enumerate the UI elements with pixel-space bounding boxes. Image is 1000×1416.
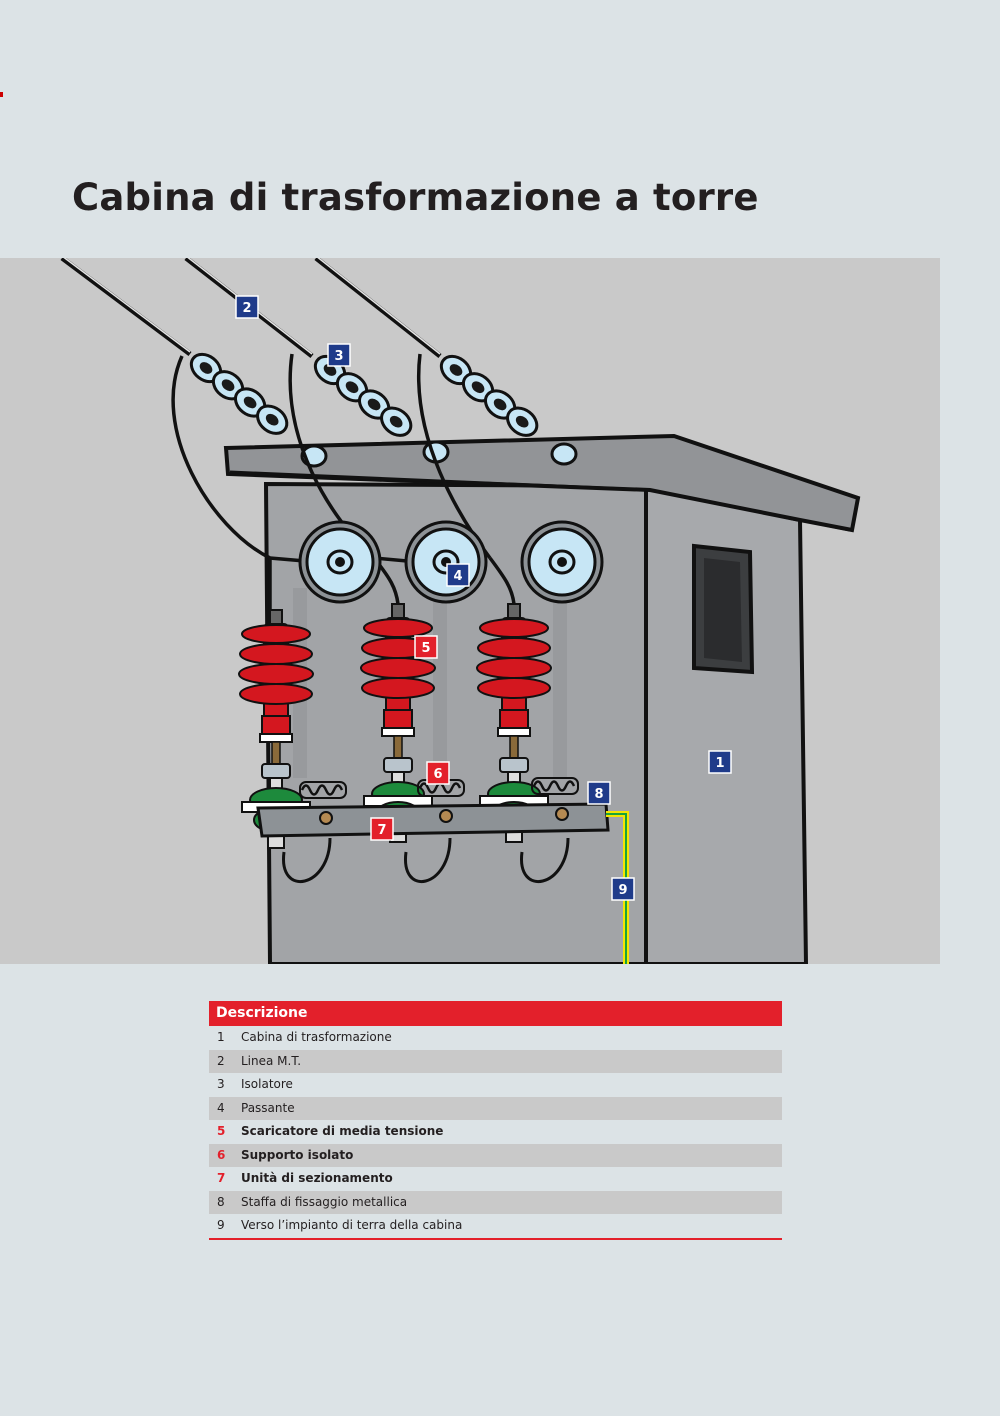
legend-table: Descrizione 1 Cabina di trasformazione 2… [209,1001,782,1240]
legend-row-text: Isolatore [241,1077,293,1091]
svg-text:9: 9 [618,883,627,898]
legend-row-number: 6 [217,1147,226,1162]
callout-3[interactable]: 3 [327,343,351,367]
legend-row: 8 Staffa di fissaggio metallica [209,1190,782,1214]
page-edge-mark [0,92,3,97]
legend-row-text: Passante [241,1100,295,1115]
legend-row: 6 Supporto isolato [209,1143,782,1167]
legend-row: 1 Cabina di trasformazione [209,1026,782,1050]
legend-row: 7 Unità di sezionamento [209,1167,782,1191]
svg-text:6: 6 [433,767,442,782]
legend-row: 9 Verso l’impianto di terra della cabina [209,1214,782,1238]
svg-text:7: 7 [377,823,386,838]
callout-6[interactable]: 6 [426,761,450,785]
callout-8[interactable]: 8 [587,781,611,805]
legend-row-text: Unità di sezionamento [241,1171,393,1185]
svg-text:5: 5 [421,641,430,656]
legend-row-text: Cabina di trasformazione [241,1030,392,1044]
legend-row-text: Staffa di fissaggio metallica [241,1194,408,1209]
legend-row: 4 Passante [209,1096,782,1120]
substation-illustration: 1 2 3 4 5 6 7 8 [0,258,940,964]
legend-row: 5 Scaricatore di media tensione [209,1120,782,1144]
svg-text:4: 4 [453,569,462,584]
legend-row: 2 Linea M.T. [209,1049,782,1073]
svg-text:2: 2 [242,301,251,316]
callout-1[interactable]: 1 [708,750,732,774]
legend-row-number: 4 [217,1100,225,1115]
callout-2[interactable]: 2 [235,295,259,319]
legend-row-number: 7 [217,1171,226,1185]
legend-row-number: 9 [217,1218,225,1232]
legend-row-text: Scaricatore di media tensione [241,1124,444,1138]
page-title: Cabina di trasformazione a torre [72,176,759,219]
legend-row-text: Linea M.T. [241,1053,302,1068]
svg-text:8: 8 [594,787,603,802]
legend-header: Descrizione [209,1001,782,1026]
legend-row-text: Verso l’impianto di terra della cabina [241,1218,463,1232]
callout-5[interactable]: 5 [414,635,438,659]
legend-row-number: 1 [217,1030,225,1044]
legend-row-number: 2 [217,1053,225,1068]
legend-row-text: Supporto isolato [241,1147,354,1162]
callout-4[interactable]: 4 [446,563,470,587]
callout-9[interactable]: 9 [611,877,635,901]
callout-7[interactable]: 7 [370,817,394,841]
legend-row-number: 8 [217,1194,225,1209]
legend-row-number: 3 [217,1077,225,1091]
svg-text:3: 3 [334,349,343,364]
legend-row-number: 5 [217,1124,226,1138]
legend-row: 3 Isolatore [209,1073,782,1097]
svg-text:1: 1 [715,756,724,771]
